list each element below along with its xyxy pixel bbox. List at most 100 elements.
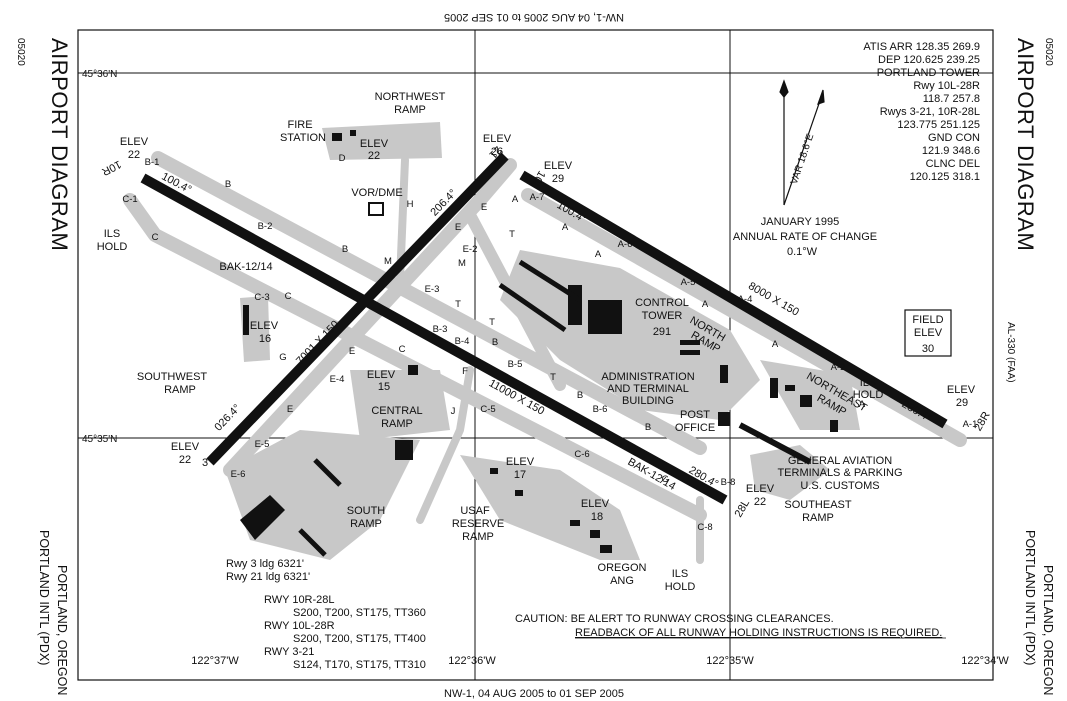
strength-values: S200, T200, ST175, TT400 xyxy=(293,633,426,645)
elevation-label: ELEV xyxy=(947,384,976,396)
taxiway-label: A xyxy=(512,194,519,205)
building-label: U.S. CUSTOMS xyxy=(800,480,879,492)
taxiway-label: E-5 xyxy=(255,439,270,450)
taxiway-label: A-5 xyxy=(681,277,696,288)
taxiway-label: H xyxy=(407,199,414,210)
lon-label: 122°35'W xyxy=(706,655,754,667)
runway-10r-28l xyxy=(140,173,728,505)
taxiway-b xyxy=(151,151,707,455)
elevation-value: 18 xyxy=(591,511,603,523)
taxiway-label: T xyxy=(455,299,461,310)
taxiway-label: C-8 xyxy=(697,522,712,533)
arresting-gear-label: BAK-12/14 xyxy=(219,261,272,273)
south-ramp xyxy=(225,430,420,560)
freq-line: 123.775 251.125 xyxy=(897,119,980,131)
taxiway-label: F xyxy=(462,366,468,377)
runway-end-28l: 28L xyxy=(733,498,753,520)
building-label: ADMINISTRATION xyxy=(601,371,694,383)
al-code: AL-330 (FAA) xyxy=(1005,322,1016,383)
footer-effective-dates: NW-1, 04 AUG 2005 to 01 SEP 2005 xyxy=(444,688,624,700)
ramp-label: SOUTH xyxy=(347,505,386,517)
field-elev-label: ELEV xyxy=(914,327,943,339)
elevation-value: 15 xyxy=(378,381,390,393)
navaid-label: VOR/DME xyxy=(351,187,402,199)
taxiway-label: C xyxy=(152,232,159,243)
taxiway-label: B-4 xyxy=(455,336,470,347)
magvar-rate: 0.1°W xyxy=(787,246,818,258)
taxiway-label: E-4 xyxy=(330,374,345,385)
freq-line: Rwys 3-21, 10R-28L xyxy=(880,106,980,118)
caution-line: CAUTION: BE ALERT TO RUNWAY CROSSING CLE… xyxy=(515,613,834,625)
taxiway-label: B xyxy=(225,179,231,190)
caution-line: READBACK OF ALL RUNWAY HOLDING INSTRUCTI… xyxy=(575,627,942,639)
taxiway-label: B xyxy=(645,422,651,433)
taxiway-label: T xyxy=(489,317,495,328)
runway-3-21 xyxy=(206,152,509,466)
strength-runway: RWY 10L-28R xyxy=(264,620,335,632)
taxiway-label: B xyxy=(577,390,583,401)
magvar-date: JANUARY 1995 xyxy=(761,216,839,228)
taxiway-label: E xyxy=(349,346,355,357)
freq-line: 121.9 348.6 xyxy=(922,145,980,157)
building-label: STATION xyxy=(280,132,326,144)
ramp-label: SOUTHEAST xyxy=(784,499,852,511)
ils-hold-label: HOLD xyxy=(97,241,128,253)
airport-name-right: PORTLAND INTL (PDX) xyxy=(1023,530,1037,665)
ils-hold-label: ILS xyxy=(104,228,121,240)
ramp-label: SOUTHWEST xyxy=(137,371,208,383)
airport-name-left: PORTLAND INTL (PDX) xyxy=(37,530,51,665)
runway-end-10r: 10R xyxy=(100,158,123,178)
elevation-value: 29 xyxy=(956,397,968,409)
building-label: AND TERMINAL xyxy=(607,383,689,395)
taxiway-label: B-5 xyxy=(508,359,523,370)
chart-code-right: 05020 xyxy=(1043,38,1054,66)
taxiway-label: A xyxy=(772,339,779,350)
ramp-label: RAMP xyxy=(350,518,382,530)
taxiway-f xyxy=(416,366,474,524)
ramp-label: RAMP xyxy=(462,531,494,543)
taxiway-label: A xyxy=(562,222,569,233)
building-label: OFFICE xyxy=(675,422,715,434)
header-effective-dates: NW-1, 04 AUG 2005 to 01 SEP 2005 xyxy=(444,11,624,23)
elevation-value: 29 xyxy=(552,173,564,185)
landing-distance: Rwy 3 ldg 6321' xyxy=(226,558,304,570)
ramp-label: USAF xyxy=(460,505,490,517)
taxiway-label: E xyxy=(455,222,461,233)
freq-line: 118.7 257.8 xyxy=(923,93,980,105)
taxiway-label: C xyxy=(662,474,669,485)
lon-label: 122°36'W xyxy=(448,655,496,667)
freq-line: GND CON xyxy=(928,132,980,144)
elevation-value: 17 xyxy=(514,469,526,481)
taxiway-label: E-2 xyxy=(463,244,478,255)
buildings xyxy=(240,130,838,557)
magvar-label: VAR 18.6°E xyxy=(789,132,817,186)
freq-line: PORTLAND TOWER xyxy=(877,67,980,79)
magnetic-north-arrow xyxy=(779,79,825,206)
taxiway-label: B-3 xyxy=(433,324,448,335)
elevation-label: ELEV xyxy=(367,369,396,381)
taxiway-label: C xyxy=(399,344,406,355)
ils-hold-label: HOLD xyxy=(665,581,696,593)
taxiway-label: B-2 xyxy=(258,221,273,232)
freq-line: DEP 120.625 239.25 xyxy=(878,54,980,66)
taxiway-label: A xyxy=(702,299,709,310)
title-right: AIRPORT DIAGRAM xyxy=(1013,38,1038,251)
lat-label: 45°36'N xyxy=(82,69,117,80)
elevation-label: ELEV xyxy=(250,320,279,332)
elevation-value: 22 xyxy=(368,150,380,162)
ils-hold-label: ILS xyxy=(860,377,877,389)
taxiway-label: B-6 xyxy=(593,404,608,415)
runway-10l-28r xyxy=(519,170,948,429)
runways xyxy=(140,152,948,505)
taxiway-label: A xyxy=(859,399,866,410)
elevation-label: ELEV xyxy=(360,138,389,150)
building-label: CONTROL xyxy=(635,297,689,309)
taxiways xyxy=(123,151,967,564)
building-label: BUILDING xyxy=(622,395,674,407)
elevation-value: 16 xyxy=(259,333,271,345)
ramp-label: OREGON xyxy=(598,562,647,574)
ramp-label: RAMP xyxy=(164,384,196,396)
field-elev-label: FIELD xyxy=(912,314,943,326)
lat-label: 45°35'N xyxy=(82,434,117,445)
building-label: TOWER xyxy=(642,310,683,322)
